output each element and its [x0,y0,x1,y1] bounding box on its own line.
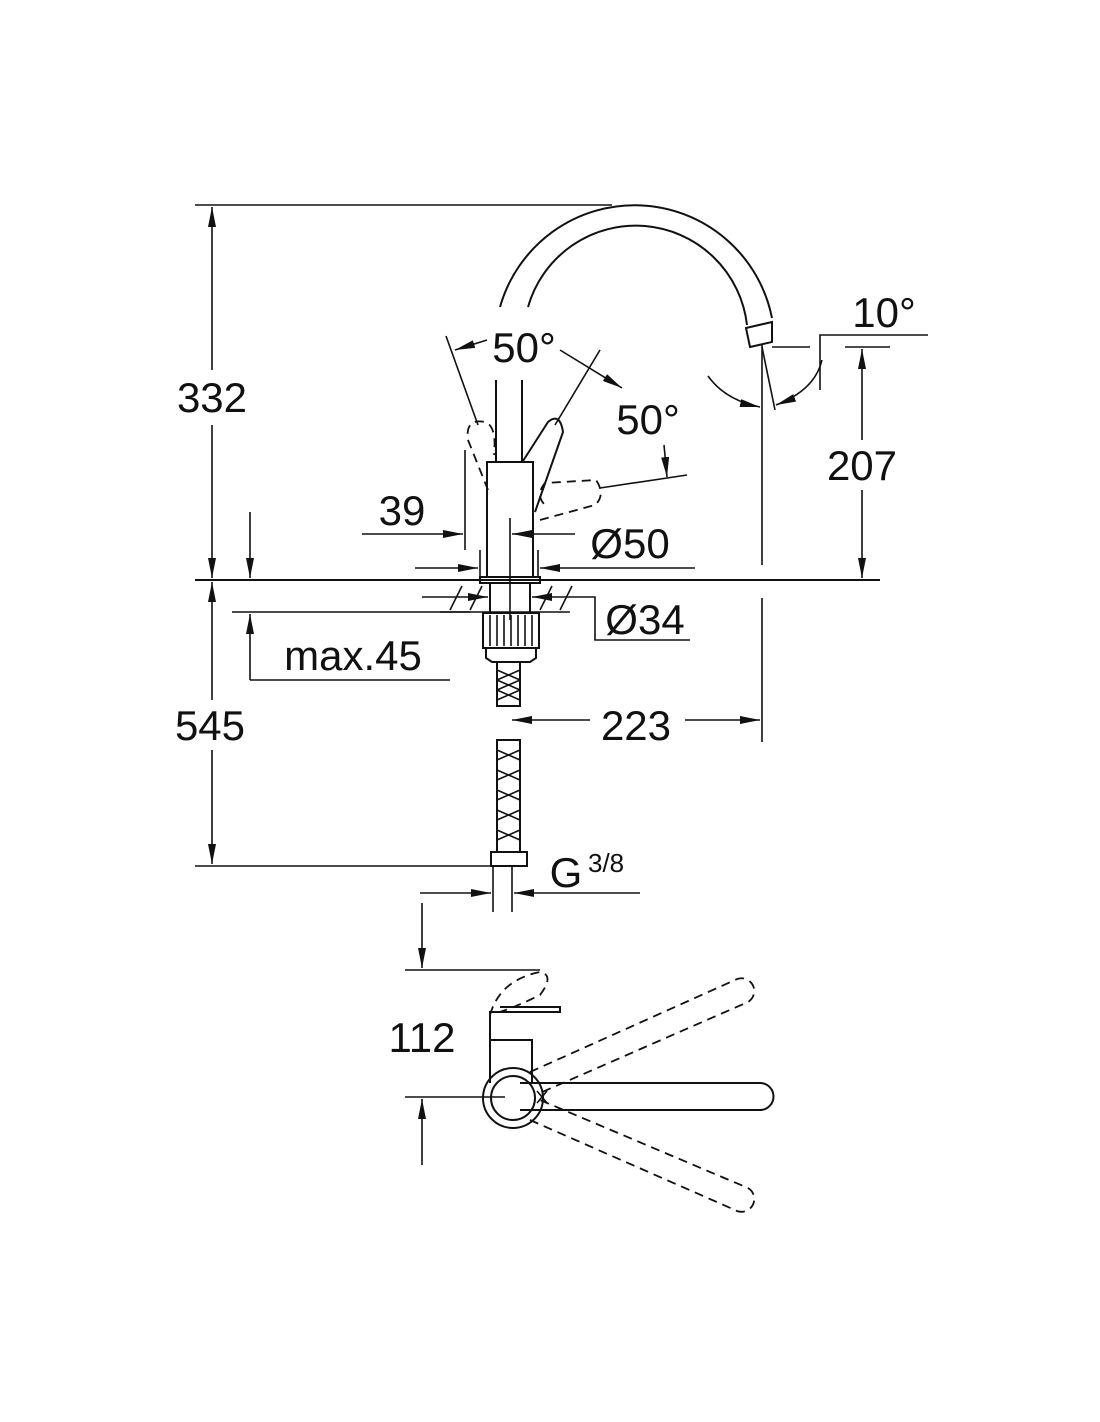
dim-545-label: 545 [175,702,245,749]
dim-39-label: 39 [379,487,426,534]
hose-fitting [490,851,528,867]
dim-332: 332 [177,207,247,578]
spout [499,204,773,349]
dim-thread: G 3/8 [420,848,640,912]
dim-spout-angle-label: 10° [852,289,916,336]
handle-position-left-dashed [466,420,496,491]
handle-position-right-dashed [539,479,602,521]
under-deck-assembly [440,576,573,867]
dim-max45: max.45 [232,512,470,681]
reference-lines [195,204,880,867]
top-view-handle-left-dashed [529,977,756,1094]
dim-207-label: 207 [827,442,897,489]
hose-upper [496,661,521,707]
dim-angle-left-label: 50° [492,324,556,371]
handle-lever [522,417,565,513]
dim-diameter-34-label: Ø34 [605,596,684,643]
top-view: 112 [389,903,775,1213]
dim-spout-angle: 10° [707,289,928,411]
dim-223: 223 [512,702,760,749]
dim-thread-label: G [550,849,583,896]
dim-angle-right-label: 50° [616,396,680,443]
top-view-handle [520,1082,775,1111]
dim-diameter-50-label: Ø50 [590,520,669,567]
dim-diameter-50: Ø50 [415,520,695,578]
dim-diameter-34: Ø34 [422,593,690,643]
dim-39: 39 [362,450,575,550]
dim-112-label: 112 [389,1014,456,1061]
dim-thread-size-label: 3/8 [588,848,624,878]
top-view-handle-right-dashed [529,1099,756,1213]
dim-223-label: 223 [601,702,671,749]
dim-332-label: 332 [177,374,247,421]
dim-545: 545 [175,582,245,864]
dim-207: 207 [827,346,897,578]
dim-max45-label: max.45 [284,632,422,679]
dim-handle-angles: 50° 50° [445,324,688,489]
tap-body [466,380,602,620]
